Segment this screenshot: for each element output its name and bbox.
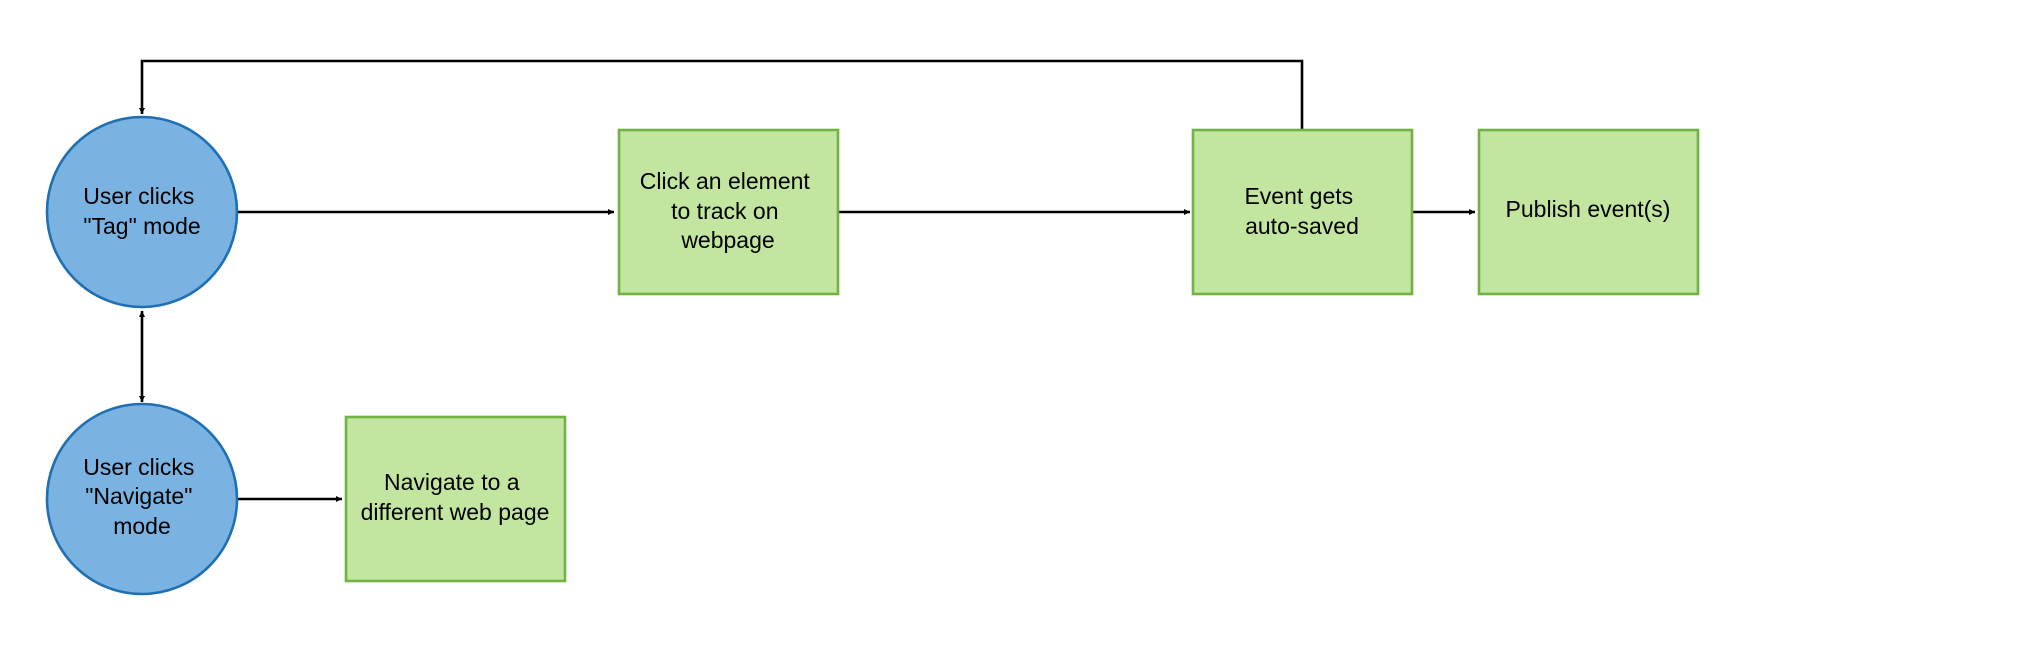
node-event-autosaved-line-2: auto-saved	[1245, 213, 1359, 239]
node-publish-events-shape	[1477, 128, 1700, 296]
node-tag-mode: User clicks "Tag" mode	[45, 115, 239, 309]
node-tag-mode-line-1: User clicks	[83, 183, 194, 209]
node-tag-mode-shape	[45, 115, 239, 309]
node-navigate-page: Navigate to a different web page	[344, 415, 567, 583]
node-click-element: Click an element to track on webpage	[617, 128, 840, 296]
node-click-element-shape	[617, 128, 840, 296]
svg-text:Event gets auto-saved: Event gets auto-saved	[1244, 183, 1359, 239]
node-event-autosaved-shape	[1191, 128, 1414, 296]
node-click-element-line-3: webpage	[680, 227, 774, 253]
node-navigate-mode-line-2: "Navigate"	[85, 483, 192, 509]
node-navigate-mode-shape	[45, 402, 239, 596]
node-publish-events-line-1: Publish event(s)	[1506, 196, 1671, 222]
node-click-element-line-2: to track on	[671, 198, 778, 224]
node-navigate-page-line-1: Navigate to a	[384, 469, 520, 495]
edges	[139, 59, 1475, 502]
svg-text:Navigate to a different: Navigate to a different web page	[361, 469, 550, 525]
node-event-autosaved-line-1: Event gets	[1244, 183, 1353, 209]
svg-text:Click an element to trac: Click an element to track on webpage	[640, 168, 816, 253]
svg-text:Publish event(s): Publish event(s)	[1506, 196, 1671, 222]
node-publish-events: Publish event(s)	[1477, 128, 1700, 296]
node-click-element-line-1: Click an element	[640, 168, 811, 194]
node-navigate-mode-line-1: User clicks	[83, 454, 194, 480]
node-navigate-mode: User clicks "Navigate" mode	[45, 402, 239, 596]
node-tag-mode-line-2: "Tag" mode	[83, 213, 200, 239]
edge-autosaved-loop-to-tag	[139, 59, 1304, 130]
node-navigate-mode-line-3: mode	[113, 513, 171, 539]
node-navigate-page-line-2: different web page	[361, 499, 550, 525]
svg-text:User clicks "Tag" mode: User clicks "Tag" mode	[83, 183, 201, 239]
svg-text:User clicks "Navigate": User clicks "Navigate" mode	[83, 454, 201, 539]
node-navigate-page-shape	[344, 415, 567, 583]
node-event-autosaved: Event gets auto-saved	[1191, 128, 1414, 296]
